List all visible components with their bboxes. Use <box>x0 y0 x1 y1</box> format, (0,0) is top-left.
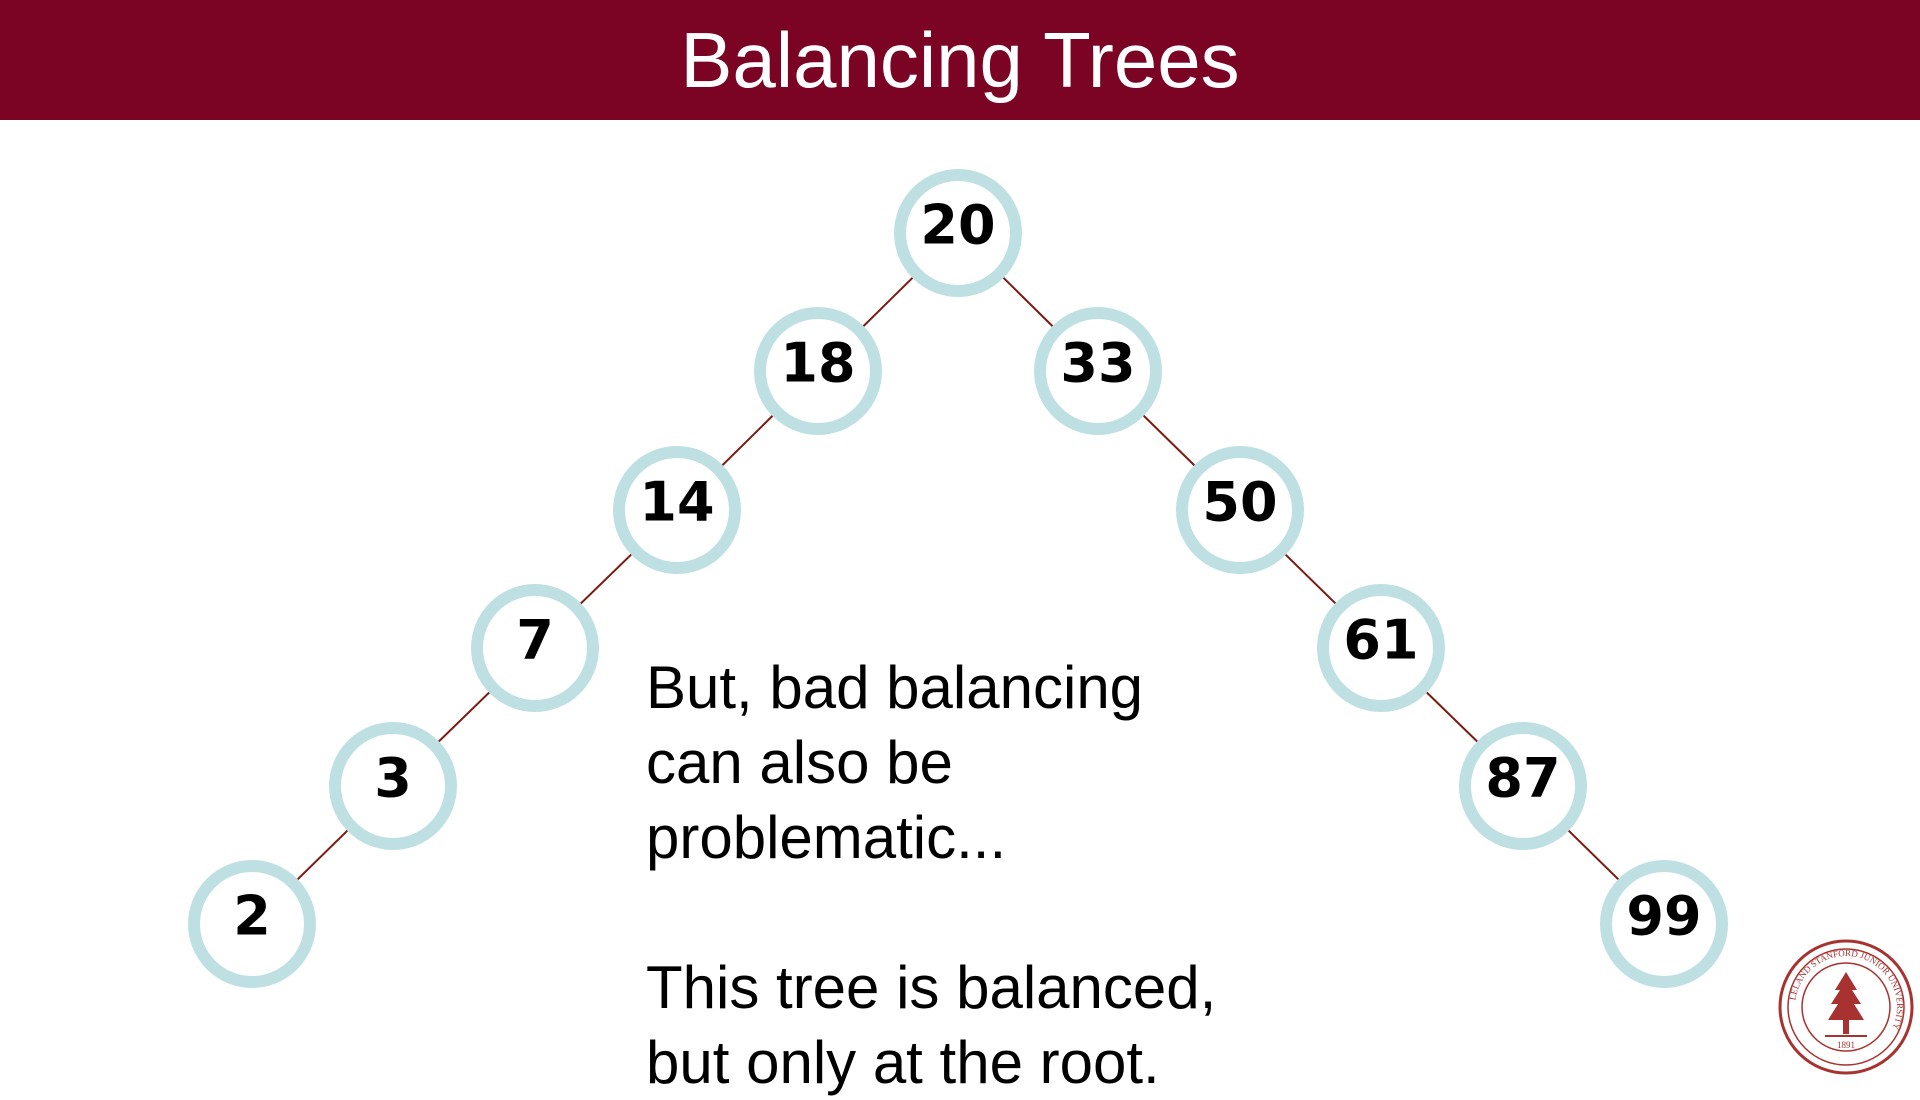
node-circle <box>1317 584 1445 712</box>
tree-node-7: 7 <box>471 584 599 712</box>
node-circle <box>188 860 316 988</box>
caption-line: But, bad balancing <box>646 654 1144 721</box>
node-circle <box>1034 307 1162 435</box>
node-circle <box>613 446 741 574</box>
tree-node-33: 33 <box>1034 307 1162 435</box>
tree-node-61: 61 <box>1317 584 1445 712</box>
tree-node-20: 20 <box>894 169 1022 297</box>
node-circle <box>1600 860 1728 988</box>
caption-text: But, bad balancing can also be problemat… <box>646 650 1366 1100</box>
node-circle <box>894 169 1022 297</box>
node-label: 61 <box>1343 609 1418 672</box>
node-circle <box>1176 446 1304 574</box>
node-label: 7 <box>516 609 554 672</box>
title-bar <box>0 0 1920 120</box>
tree-node-87: 87 <box>1459 722 1587 850</box>
node-label: 3 <box>374 747 412 810</box>
node-circle <box>471 584 599 712</box>
node-label: 99 <box>1626 885 1701 948</box>
caption-line: problematic... <box>646 804 1007 871</box>
node-label: 33 <box>1060 332 1135 395</box>
tree-node-99: 99 <box>1600 860 1728 988</box>
node-label: 18 <box>780 332 855 395</box>
node-label: 2 <box>233 885 271 948</box>
caption-line: but only at the root. <box>646 1029 1160 1096</box>
node-label: 14 <box>639 471 714 534</box>
seal-year: 1891 <box>1837 1040 1855 1050</box>
tree-node-3: 3 <box>329 722 457 850</box>
node-circle <box>754 307 882 435</box>
university-seal-icon: LELAND STANFORD JUNIOR UNIVERSITY 1891 <box>1778 939 1914 1075</box>
tree-node-2: 2 <box>188 860 316 988</box>
node-circle <box>329 722 457 850</box>
tree-node-14: 14 <box>613 446 741 574</box>
tree-node-50: 50 <box>1176 446 1304 574</box>
node-circle <box>1459 722 1587 850</box>
node-label: 20 <box>920 194 995 257</box>
tree-node-18: 18 <box>754 307 882 435</box>
node-label: 87 <box>1485 747 1560 810</box>
node-label: 50 <box>1202 471 1277 534</box>
caption-line: can also be <box>646 729 953 796</box>
slide-title: Balancing Trees <box>680 16 1240 104</box>
caption-line: This tree is balanced, <box>646 954 1217 1021</box>
